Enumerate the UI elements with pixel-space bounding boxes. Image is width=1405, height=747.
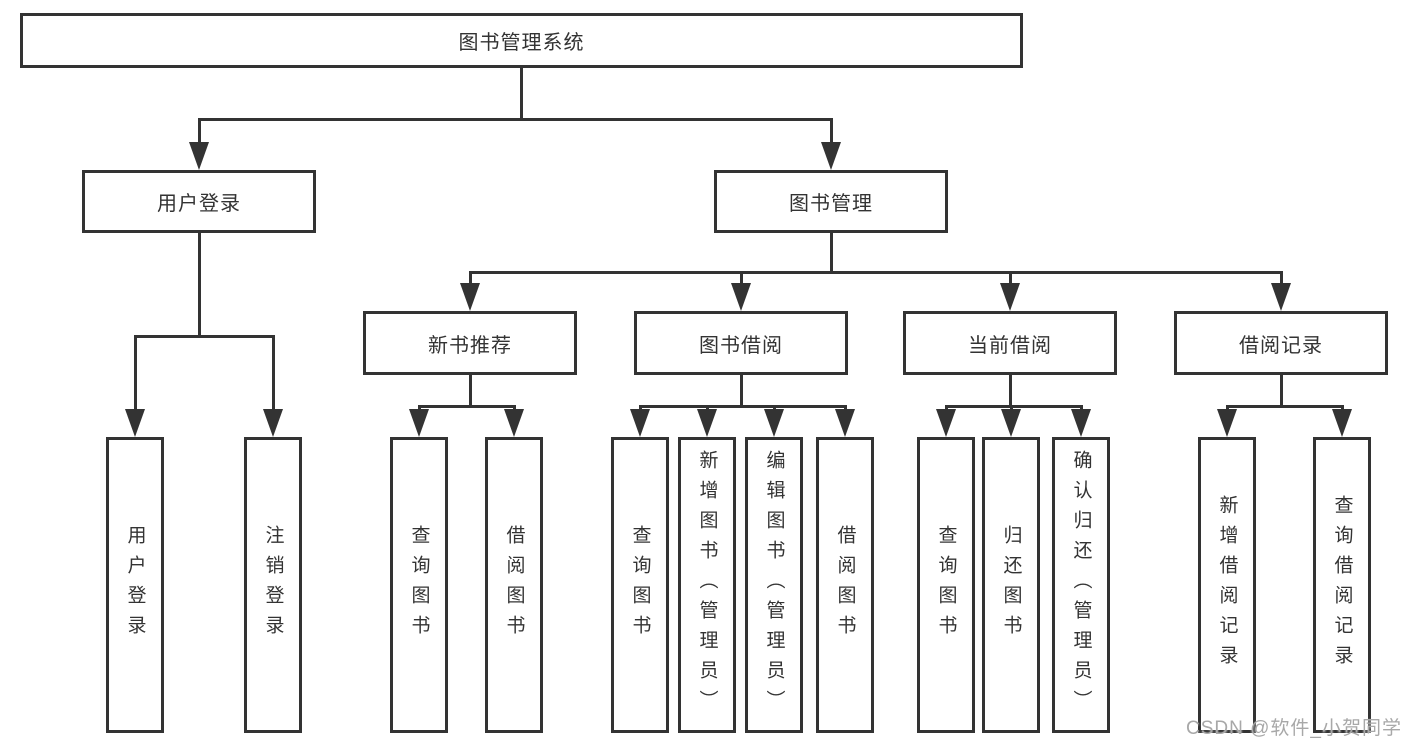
node-leaf-add-books-admin-label: 新增图书（管理员） xyxy=(696,450,718,720)
node-leaf-user-login-label: 用户登录 xyxy=(124,525,146,645)
node-root: 图书管理系统 xyxy=(20,13,1023,68)
connector xyxy=(134,335,275,338)
connector xyxy=(1009,271,1012,285)
node-book-borrow: 图书借阅 xyxy=(634,311,848,375)
arrow-down-icon xyxy=(1001,409,1021,437)
connector xyxy=(418,405,516,408)
watermark: CSDN @软件_小贺同学 xyxy=(1186,718,1402,739)
arrow-down-icon xyxy=(1217,409,1237,437)
arrow-down-icon xyxy=(764,409,784,437)
node-leaf-borrow-books-label: 借阅图书 xyxy=(834,525,856,645)
node-leaf-edit-books-admin-label: 编辑图书（管理员） xyxy=(763,450,785,720)
connector xyxy=(469,271,472,285)
arrow-down-icon xyxy=(1000,283,1020,311)
arrow-down-icon xyxy=(263,409,283,437)
node-new-book-recommend-label: 新书推荐 xyxy=(428,334,512,357)
node-borrow-records: 借阅记录 xyxy=(1174,311,1388,375)
node-leaf-query-books-current-label: 查询图书 xyxy=(935,525,957,645)
arrow-down-icon xyxy=(460,283,480,311)
node-leaf-add-borrow-record: 新增借阅记录 xyxy=(1198,437,1256,733)
connector xyxy=(134,335,137,409)
arrow-down-icon xyxy=(1071,409,1091,437)
node-current-borrow: 当前借阅 xyxy=(903,311,1117,375)
node-leaf-borrow-books-recommend: 借阅图书 xyxy=(485,437,543,733)
node-leaf-query-books-recommend: 查询图书 xyxy=(390,437,448,733)
node-leaf-query-books-borrow-label: 查询图书 xyxy=(629,525,651,645)
node-leaf-user-login: 用户登录 xyxy=(106,437,164,733)
node-user-login: 用户登录 xyxy=(82,170,316,233)
node-leaf-logout: 注销登录 xyxy=(244,437,302,733)
node-new-book-recommend: 新书推荐 xyxy=(363,311,577,375)
connector xyxy=(740,271,743,285)
node-leaf-borrow-books: 借阅图书 xyxy=(816,437,874,733)
connector xyxy=(945,405,1083,408)
connector xyxy=(1009,375,1012,408)
node-book-borrow-label: 图书借阅 xyxy=(699,334,783,357)
connector xyxy=(1280,375,1283,408)
arrow-down-icon xyxy=(1332,409,1352,437)
arrow-down-icon xyxy=(731,283,751,311)
node-leaf-return-books: 归还图书 xyxy=(982,437,1040,733)
connector xyxy=(520,68,523,118)
node-book-management-label: 图书管理 xyxy=(789,193,873,215)
connector xyxy=(272,335,275,409)
arrow-down-icon xyxy=(936,409,956,437)
node-leaf-add-borrow-record-label: 新增借阅记录 xyxy=(1216,495,1238,675)
node-user-login-label: 用户登录 xyxy=(157,193,241,215)
connector xyxy=(1280,271,1283,285)
node-leaf-query-borrow-record: 查询借阅记录 xyxy=(1313,437,1371,733)
arrow-down-icon xyxy=(835,409,855,437)
connector xyxy=(469,271,1283,274)
connector xyxy=(639,405,847,408)
arrow-down-icon xyxy=(1271,283,1291,311)
node-leaf-confirm-return-admin: 确认归还（管理员） xyxy=(1052,437,1110,733)
connector xyxy=(198,118,833,121)
connector xyxy=(830,118,833,145)
arrow-down-icon xyxy=(409,409,429,437)
node-leaf-edit-books-admin: 编辑图书（管理员） xyxy=(745,437,803,733)
node-leaf-return-books-label: 归还图书 xyxy=(1000,525,1022,645)
connector xyxy=(198,233,201,338)
arrow-down-icon xyxy=(125,409,145,437)
arrow-down-icon xyxy=(821,142,841,170)
node-leaf-add-books-admin: 新增图书（管理员） xyxy=(678,437,736,733)
arrow-down-icon xyxy=(630,409,650,437)
arrow-down-icon xyxy=(697,409,717,437)
node-leaf-logout-label: 注销登录 xyxy=(262,525,284,645)
node-root-label: 图书管理系统 xyxy=(458,32,585,54)
node-leaf-query-borrow-record-label: 查询借阅记录 xyxy=(1331,495,1353,675)
node-leaf-borrow-books-recommend-label: 借阅图书 xyxy=(503,525,525,645)
connector xyxy=(830,233,833,274)
node-current-borrow-label: 当前借阅 xyxy=(968,334,1052,357)
connector xyxy=(740,375,743,408)
node-leaf-query-books-recommend-label: 查询图书 xyxy=(408,525,430,645)
arrow-down-icon xyxy=(504,409,524,437)
connector xyxy=(198,118,201,145)
arrow-down-icon xyxy=(189,142,209,170)
node-leaf-query-books-borrow: 查询图书 xyxy=(611,437,669,733)
node-book-management: 图书管理 xyxy=(714,170,948,233)
node-borrow-records-label: 借阅记录 xyxy=(1239,334,1323,357)
node-leaf-query-books-current: 查询图书 xyxy=(917,437,975,733)
node-leaf-confirm-return-admin-label: 确认归还（管理员） xyxy=(1070,450,1092,720)
connector xyxy=(1226,405,1344,408)
connector xyxy=(469,375,472,408)
